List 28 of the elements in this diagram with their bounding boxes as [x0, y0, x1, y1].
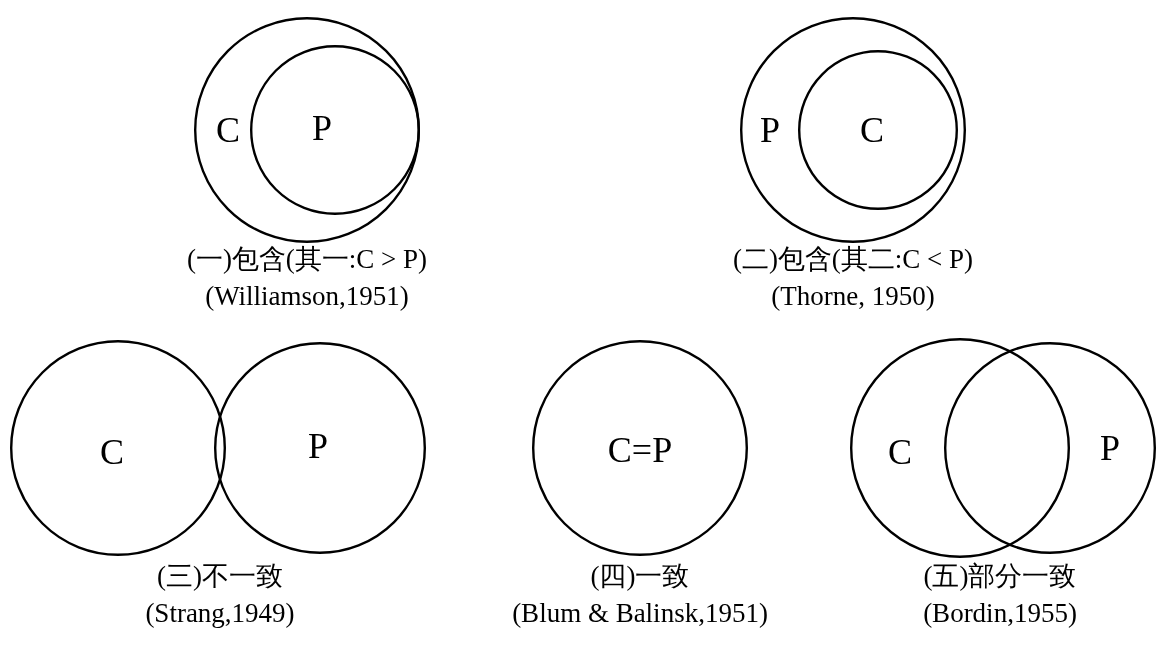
circle-label: P: [308, 428, 328, 464]
circle: [532, 340, 748, 556]
caption: (二)包含(其二:C < P): [732, 243, 974, 276]
circle-label: C: [888, 434, 912, 470]
circle-label: C: [216, 112, 240, 148]
circle: [850, 338, 1070, 558]
citation: (Thorne, 1950): [771, 280, 935, 313]
circle: [10, 340, 226, 556]
caption: (三)不一致: [157, 560, 283, 593]
citation: (Strang,1949): [145, 597, 295, 630]
circle-label: C: [860, 112, 884, 148]
citation: (Bordin,1955): [923, 597, 1077, 630]
citation: (Williamson,1951): [205, 280, 409, 313]
caption: (四)一致: [590, 560, 690, 593]
circle: [214, 342, 426, 554]
circle: [944, 342, 1156, 554]
circle: [194, 17, 420, 243]
circle: [798, 50, 958, 210]
circle-label: C=P: [607, 432, 673, 468]
circle-label: P: [312, 110, 332, 146]
circle-label: P: [1100, 430, 1120, 466]
caption: (五)部分一致: [923, 560, 1077, 593]
circle: [740, 17, 966, 243]
caption: (一)包含(其一:C > P): [186, 243, 428, 276]
circle-label: C: [100, 434, 124, 470]
circle: [250, 45, 420, 215]
citation: (Blum & Balinsk,1951): [512, 597, 768, 630]
circle-label: P: [760, 112, 780, 148]
